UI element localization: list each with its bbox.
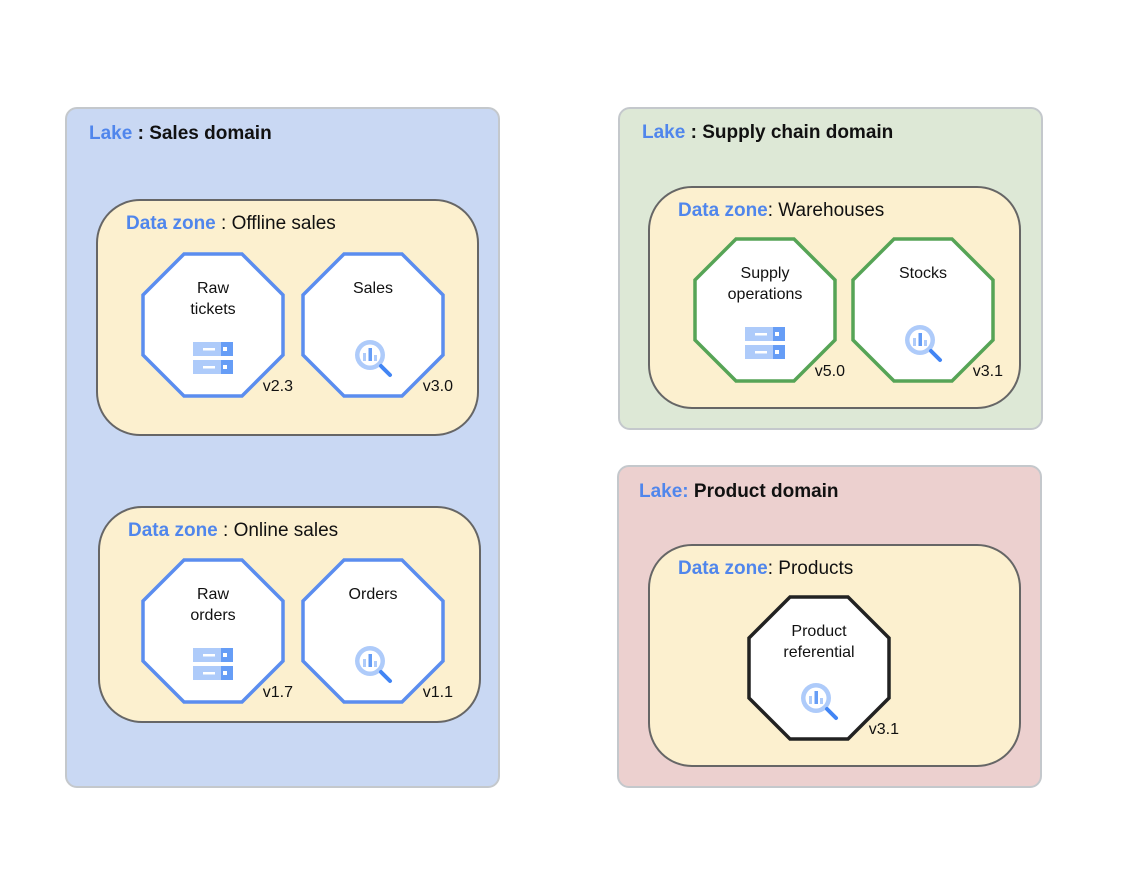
octagon-shape <box>851 237 995 383</box>
zone-prefix: Data zone <box>128 520 218 541</box>
lake-title: Lake : Sales domain <box>89 123 272 145</box>
zone-name: : Offline sales <box>215 213 336 234</box>
node-label: Sales <box>352 280 394 297</box>
zone-title: Data zone : Offline sales <box>126 213 336 235</box>
version-label: v2.3 <box>262 378 293 395</box>
lake-title: Lake: Product domain <box>639 481 839 503</box>
lake-name: : Sales domain <box>132 123 272 144</box>
node-label: Product referential <box>783 623 855 661</box>
zone-title: Data zone : Online sales <box>128 520 338 542</box>
node-label: Raw orders <box>190 586 236 624</box>
node-label: Stocks <box>898 265 947 282</box>
data-asset-node[interactable]: Stocks v3.1 <box>851 237 1003 383</box>
zone-prefix: Data zone <box>678 558 768 579</box>
lake-prefix: Lake <box>89 123 133 144</box>
version-label: v1.1 <box>422 684 453 701</box>
version-label: v5.0 <box>814 363 845 380</box>
lake-prefix: Lake: <box>639 481 689 502</box>
lake-title: Lake : Supply chain domain <box>642 122 893 144</box>
data-asset-node[interactable]: Product referential v3.1 <box>747 595 899 741</box>
octagon-shape <box>693 237 837 383</box>
data-asset-node[interactable]: Raw orders v1.7 <box>141 558 293 704</box>
lake-prefix: Lake <box>642 122 686 143</box>
zone-name: : Products <box>767 558 854 579</box>
version-label: v3.1 <box>868 721 899 738</box>
lake-name: : Supply chain domain <box>685 122 894 143</box>
octagon-shape <box>301 252 445 398</box>
octagon-shape <box>141 252 285 398</box>
lake-name: Product domain <box>688 481 839 502</box>
version-label: v1.7 <box>262 684 293 701</box>
data-asset-node[interactable]: Sales v3.0 <box>301 252 453 398</box>
zone-prefix: Data zone <box>678 200 768 221</box>
zone-title: Data zone: Warehouses <box>678 200 884 222</box>
version-label: v3.1 <box>972 363 1003 380</box>
zone-title: Data zone: Products <box>678 558 853 580</box>
data-asset-node[interactable]: Raw tickets v2.3 <box>141 252 293 398</box>
data-asset-node[interactable]: Orders v1.1 <box>301 558 453 704</box>
node-label: Raw tickets <box>190 280 236 318</box>
zone-prefix: Data zone <box>126 213 216 234</box>
zone-name: : Warehouses <box>767 200 885 221</box>
octagon-shape <box>141 558 285 704</box>
zone-name: : Online sales <box>217 520 339 541</box>
node-label: Orders <box>348 586 398 603</box>
data-asset-node[interactable]: Supply operations v5.0 <box>693 237 845 383</box>
octagon-shape <box>747 595 891 741</box>
octagon-shape <box>301 558 445 704</box>
node-label: Supply operations <box>727 265 803 303</box>
version-label: v3.0 <box>422 378 453 395</box>
